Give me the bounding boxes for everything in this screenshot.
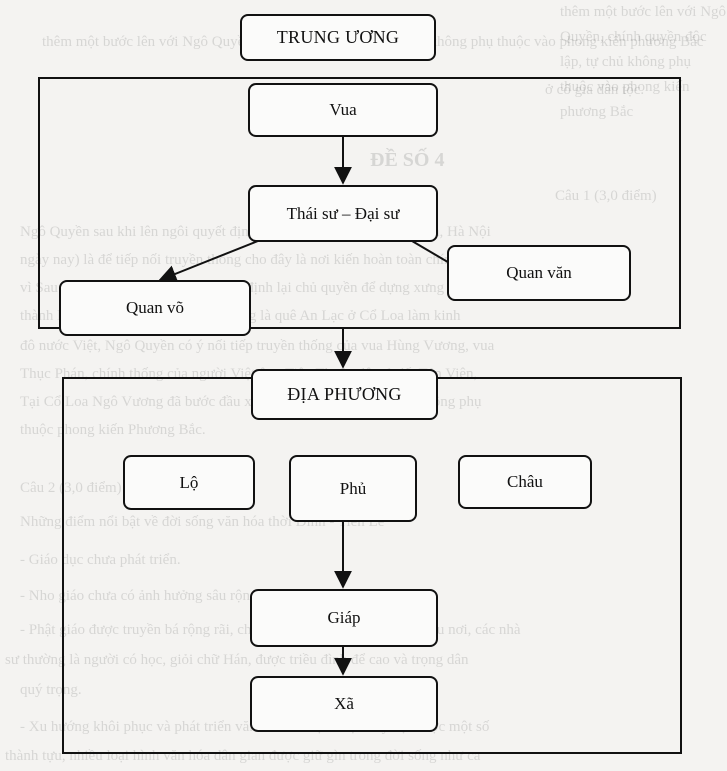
node-dia-phuong: ĐỊA PHƯƠNG	[251, 369, 438, 420]
node-xa: Xã	[250, 676, 438, 732]
node-giap: Giáp	[250, 589, 438, 647]
central-frame	[38, 77, 681, 329]
node-phu: Phủ	[289, 455, 417, 522]
node-thai-su: Thái sư – Đại sư	[248, 185, 438, 242]
node-vua: Vua	[248, 83, 438, 137]
node-chau: Châu	[458, 455, 592, 509]
node-trung-uong: TRUNG ƯƠNG	[240, 14, 436, 61]
node-quan-vo: Quan võ	[59, 280, 251, 336]
node-lo: Lộ	[123, 455, 255, 510]
node-quan-van: Quan văn	[447, 245, 631, 301]
